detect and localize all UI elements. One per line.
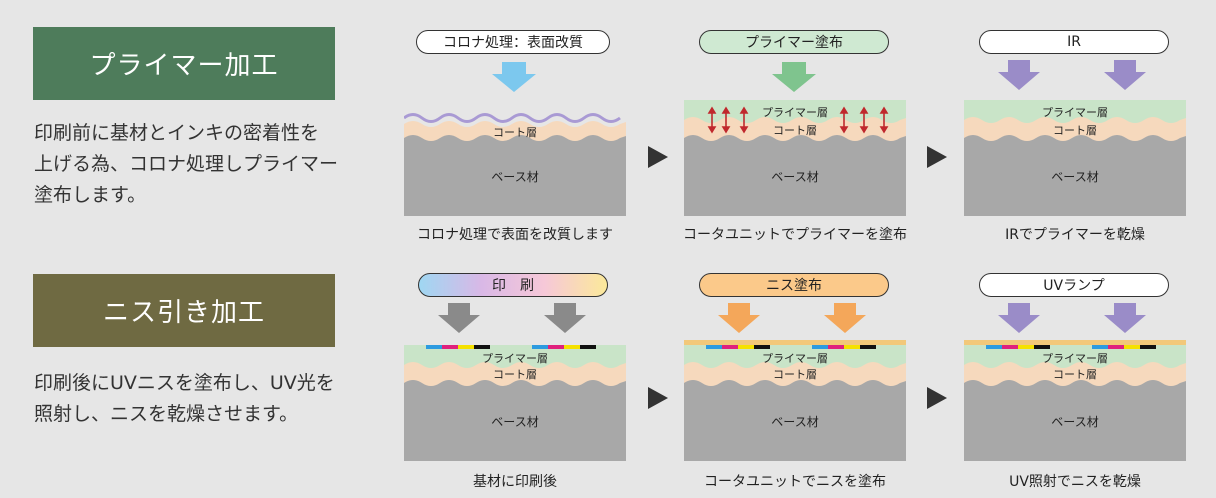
varnish-process-row: ニス引き加工 印刷後にUVニスを塗布し、UV光を 照射し、ニスを乾燥させます。 … bbox=[0, 249, 1216, 498]
uv-lamp-pill: UVランプ bbox=[979, 273, 1169, 297]
next-arrow-icon bbox=[927, 387, 947, 409]
primer-diagram bbox=[684, 62, 906, 216]
base-label: ベース材 bbox=[1051, 415, 1099, 429]
coat-layer-label: コート層 bbox=[773, 124, 817, 137]
print-pill: 印 刷 bbox=[418, 273, 608, 297]
base-label: ベース材 bbox=[1051, 170, 1099, 184]
uv-panel: プライマー層 コート層 ベース材 bbox=[964, 303, 1186, 461]
uv-diagram bbox=[964, 303, 1186, 461]
uv-arrow-icon bbox=[998, 303, 1040, 333]
corona-caption: コロナ処理で表面を改質します bbox=[417, 227, 613, 243]
base-layer bbox=[684, 135, 906, 216]
varnish-arrow-icon bbox=[824, 303, 866, 333]
next-arrow-icon bbox=[648, 146, 668, 168]
base-label: ベース材 bbox=[771, 170, 819, 184]
coat-layer-label: コート層 bbox=[1053, 368, 1097, 381]
print-panel: プライマー層 コート層 ベース材 bbox=[404, 303, 626, 461]
print-caption: 基材に印刷後 bbox=[473, 474, 557, 490]
adhesion-arrows-icon bbox=[707, 106, 889, 134]
ir-panel: プライマー層 コート層 ベース材 bbox=[964, 60, 1186, 216]
coat-layer-label: コート層 bbox=[493, 368, 537, 381]
primer-layer-label: プライマー層 bbox=[762, 352, 828, 365]
primer-layer-label: プライマー層 bbox=[762, 106, 828, 119]
varnish-arrow-icon bbox=[718, 303, 760, 333]
base-layer bbox=[964, 380, 1186, 461]
corona-surface-wave bbox=[404, 113, 621, 123]
desc-line: 塗布します。 bbox=[34, 184, 147, 206]
varnish-process-description: 印刷後にUVニスを塗布し、UV光を 照射し、ニスを乾燥させます。 bbox=[34, 368, 374, 430]
base-label: ベース材 bbox=[491, 415, 539, 429]
primer-process-title: プライマー加工 bbox=[33, 27, 335, 100]
base-layer bbox=[684, 380, 906, 461]
base-layer bbox=[404, 135, 626, 216]
print-diagram bbox=[404, 303, 626, 461]
primer-process-row: プライマー加工 印刷前に基材とインキの密着性を 上げる為、コロナ処理しプライマー… bbox=[33, 27, 1186, 243]
print-arrow-icon bbox=[544, 303, 586, 333]
corona-panel: コート層 ベース材 bbox=[404, 60, 626, 216]
coat-layer-label: コート層 bbox=[1053, 124, 1097, 137]
varnish-panel: プライマー層 コート層 ベース材 bbox=[684, 303, 906, 461]
primer-panel: プライマー層 コート層 ベース材 bbox=[684, 60, 906, 216]
ink-dots bbox=[706, 345, 876, 349]
primer-layer-label: プライマー層 bbox=[1042, 352, 1108, 365]
primer-pill: プライマー塗布 bbox=[699, 30, 889, 54]
desc-line: 印刷後にUVニスを塗布し、UV光を bbox=[34, 372, 335, 394]
varnish-diagram bbox=[684, 303, 906, 461]
desc-line: 上げる為、コロナ処理しプライマー bbox=[34, 153, 339, 175]
ir-pill: IR bbox=[979, 30, 1169, 54]
base-layer bbox=[404, 380, 626, 461]
base-label: ベース材 bbox=[491, 170, 539, 184]
uv-arrow-icon bbox=[1104, 303, 1146, 333]
ir-caption: IRでプライマーを乾燥 bbox=[1005, 227, 1145, 243]
varnish-pill: ニス塗布 bbox=[699, 273, 889, 297]
primer-arrow-icon bbox=[772, 62, 816, 92]
desc-line: 照射し、ニスを乾燥させます。 bbox=[34, 403, 299, 425]
base-layer bbox=[964, 135, 1186, 216]
varnish-caption: コータユニットでニスを塗布 bbox=[704, 474, 886, 490]
ir-diagram bbox=[964, 60, 1186, 216]
ink-dots bbox=[986, 345, 1156, 349]
corona-arrow-icon bbox=[492, 62, 536, 92]
varnish-process-title: ニス引き加工 bbox=[33, 274, 335, 347]
varnish-layer bbox=[964, 340, 1186, 345]
ir-arrow-icon bbox=[998, 60, 1040, 90]
varnish-layer bbox=[684, 340, 906, 345]
primer-caption: コータユニットでプライマーを塗布 bbox=[683, 227, 907, 243]
uv-caption: UV照射でニスを乾燥 bbox=[1009, 474, 1141, 490]
base-label: ベース材 bbox=[771, 415, 819, 429]
print-arrow-icon bbox=[438, 303, 480, 333]
corona-diagram bbox=[404, 62, 626, 216]
desc-line: 印刷前に基材とインキの密着性を bbox=[34, 122, 320, 144]
primer-layer-label: プライマー層 bbox=[1042, 106, 1108, 119]
ir-arrow-icon bbox=[1104, 60, 1146, 90]
primer-process-description: 印刷前に基材とインキの密着性を 上げる為、コロナ処理しプライマー 塗布します。 bbox=[34, 118, 374, 211]
next-arrow-icon bbox=[648, 387, 668, 409]
ink-dots bbox=[426, 345, 596, 349]
coat-layer-label: コート層 bbox=[493, 126, 537, 139]
corona-pill: コロナ処理：表面改質 bbox=[416, 30, 610, 54]
primer-layer-label: プライマー層 bbox=[482, 352, 548, 365]
next-arrow-icon bbox=[927, 146, 947, 168]
coat-layer-label: コート層 bbox=[773, 368, 817, 381]
